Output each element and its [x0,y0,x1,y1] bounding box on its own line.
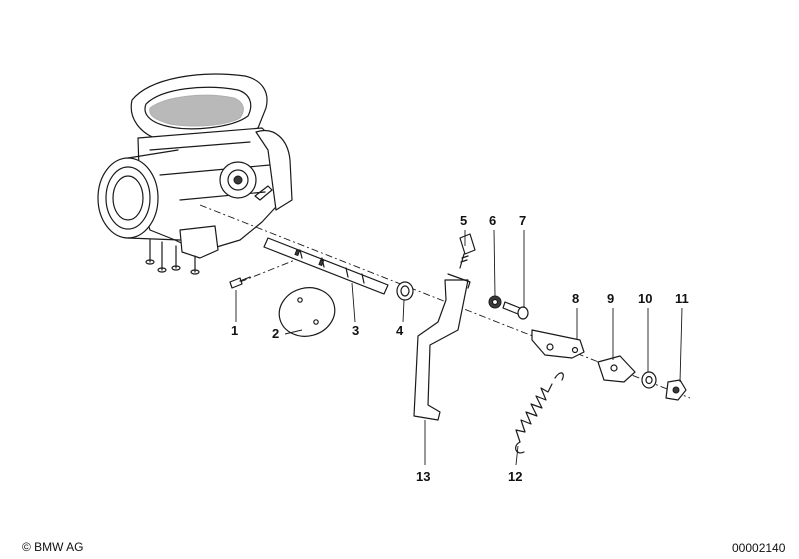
part-1-screw [229,276,251,289]
part-13-bracket [413,273,471,421]
callout-part-4: 4 [396,323,404,338]
callout-part-13: 13 [416,469,431,484]
part-8-lever [531,329,585,359]
part-9-plate [597,355,636,383]
part-12-spring [515,372,564,454]
callout-part-2: 2 [272,326,280,341]
copyright-text: © BMW AG [22,540,84,554]
part-3-throttle-shaft [263,237,389,295]
part-2-throttle-disc [278,287,336,337]
diagram-number: 00002140 [732,541,786,555]
part-11-nut [665,379,687,401]
callout-part-9: 9 [607,291,615,306]
callout-part-1: 1 [231,323,239,338]
callout-part-10: 10 [638,291,653,306]
part-10-washer [641,371,657,389]
part-5-adjusting-screw [459,233,476,269]
callout-part-6: 6 [489,213,497,228]
callout-part-3: 3 [352,323,360,338]
callout-part-7: 7 [519,213,527,228]
callout-part-5: 5 [460,213,468,228]
callout-part-8: 8 [572,291,580,306]
carburetor-body [97,73,293,275]
part-4-washer [396,281,414,301]
part-7-screw [502,301,529,320]
assembly-axis-screw [239,257,301,283]
part-6-nut [488,295,502,309]
callout-part-11: 11 [675,291,689,306]
callout-part-12: 12 [508,469,523,484]
leader-lines [235,229,683,466]
